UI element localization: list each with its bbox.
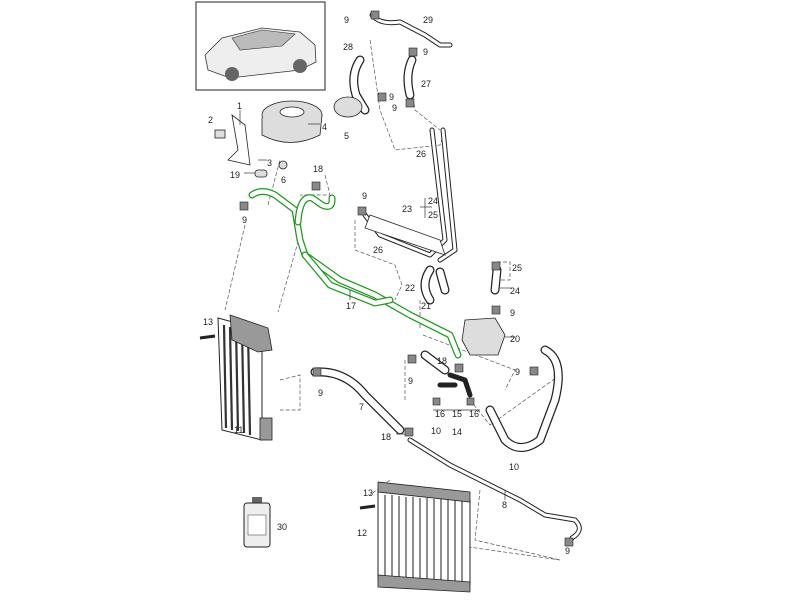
highlighted-hose-17[interactable] [248, 188, 462, 359]
vehicle-thumbnail [195, 1, 326, 91]
callout-9[interactable]: 9 [510, 308, 515, 318]
callout-13[interactable]: 13 [363, 488, 373, 498]
callout-15[interactable]: 15 [452, 409, 462, 419]
callout-9[interactable]: 9 [389, 92, 394, 102]
callout-21[interactable]: 21 [421, 301, 431, 311]
callout-23[interactable]: 23 [402, 204, 412, 214]
callout-11[interactable]: 11 [234, 425, 243, 435]
callout-9[interactable]: 9 [344, 15, 349, 25]
callout-9[interactable]: 9 [565, 546, 570, 556]
callout-25[interactable]: 25 [512, 263, 522, 273]
callout-10[interactable]: 10 [509, 462, 519, 472]
callout-9[interactable]: 9 [408, 376, 413, 386]
callout-24[interactable]: 24 [510, 286, 520, 296]
callout-22[interactable]: 22 [405, 283, 415, 293]
callout-9[interactable]: 9 [318, 388, 323, 398]
callout-18[interactable]: 18 [313, 164, 323, 174]
coolant-bottle-30 [243, 497, 271, 548]
callout-8[interactable]: 8 [502, 500, 507, 510]
callout-10[interactable]: 10 [431, 426, 441, 436]
callout-13[interactable]: 13 [203, 317, 213, 327]
callout-4[interactable]: 4 [322, 122, 327, 132]
callout-26[interactable]: 26 [416, 149, 426, 159]
callout-25[interactable]: 25 [428, 210, 438, 220]
callout-19[interactable]: 19 [230, 170, 240, 180]
callout-17[interactable]: 17 [346, 301, 356, 311]
components [214, 10, 574, 547]
callout-9[interactable]: 9 [242, 215, 247, 225]
callout-9[interactable]: 9 [362, 191, 367, 201]
callout-30[interactable]: 30 [277, 522, 287, 532]
callout-2[interactable]: 2 [208, 115, 213, 125]
callout-7[interactable]: 7 [359, 402, 364, 412]
callout-3[interactable]: 3 [267, 158, 272, 168]
callout-5[interactable]: 5 [344, 131, 349, 141]
callout-27[interactable]: 27 [421, 79, 431, 89]
callout-1[interactable]: 1 [237, 101, 242, 111]
callout-16[interactable]: 16 [435, 409, 445, 419]
callout-18[interactable]: 18 [381, 432, 391, 442]
callout-20[interactable]: 20 [510, 334, 520, 344]
callout-24[interactable]: 24 [428, 196, 438, 206]
leader-lines [239, 110, 515, 500]
callout-labels: 9 29 28 9 27 9 9 1 2 4 5 3 6 18 19 26 9 … [203, 15, 570, 556]
callout-29[interactable]: 29 [423, 15, 433, 25]
callout-16[interactable]: 16 [469, 409, 479, 419]
callout-9[interactable]: 9 [423, 47, 428, 57]
main-radiator-12 [359, 481, 471, 593]
callout-28[interactable]: 28 [343, 42, 353, 52]
callout-12[interactable]: 12 [357, 528, 367, 538]
callout-6[interactable]: 6 [281, 175, 286, 185]
callout-18[interactable]: 18 [437, 356, 447, 366]
callout-9[interactable]: 9 [515, 367, 520, 377]
auxiliary-radiator-11 [199, 314, 273, 441]
coolant-hoses [310, 12, 582, 541]
callout-26[interactable]: 26 [373, 245, 383, 255]
callout-9[interactable]: 9 [392, 103, 397, 113]
callout-14[interactable]: 14 [452, 427, 462, 437]
